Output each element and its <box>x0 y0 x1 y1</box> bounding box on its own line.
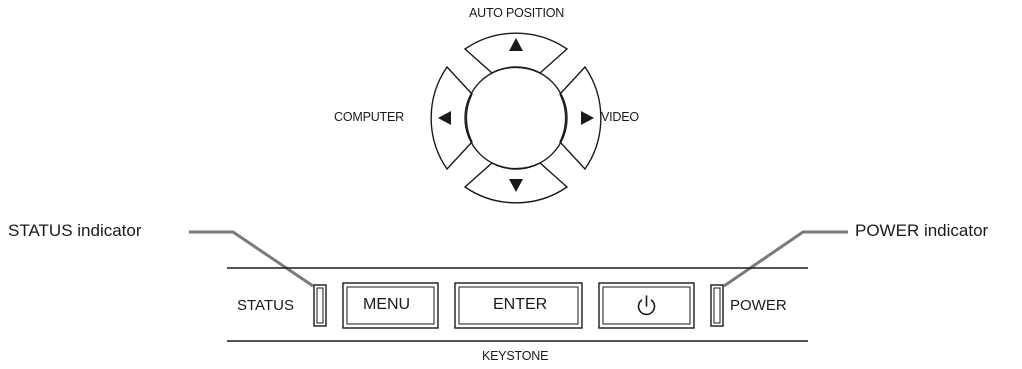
arrow-up-icon <box>509 38 523 51</box>
menu-button[interactable]: MENU <box>343 283 438 328</box>
left-button[interactable] <box>430 65 473 171</box>
right-button[interactable] <box>559 65 602 171</box>
keystone-label: KEYSTONE <box>482 349 549 363</box>
menu-button-label: MENU <box>363 296 411 313</box>
menu-button-frame <box>342 282 439 329</box>
arrow-right-icon <box>581 111 594 125</box>
status-label: STATUS <box>237 297 294 314</box>
status-indicator-callout: STATUS indicator <box>8 221 142 240</box>
arrow-left-icon <box>438 111 451 125</box>
enter-button-frame <box>454 282 583 329</box>
down-button[interactable] <box>463 162 569 204</box>
enter-button-label: ENTER <box>493 296 548 313</box>
status-callout-line <box>189 230 314 288</box>
power-indicator <box>710 284 724 327</box>
video-label: VIDEO <box>601 110 639 124</box>
direction-pad <box>430 32 602 204</box>
power-icon <box>637 295 656 316</box>
power-button[interactable] <box>599 283 694 328</box>
up-button[interactable] <box>463 32 569 74</box>
dpad-center <box>464 66 568 170</box>
auto-position-label: AUTO POSITION <box>469 6 565 20</box>
status-indicator <box>313 284 327 327</box>
computer-label: COMPUTER <box>334 110 404 124</box>
power-label: POWER <box>730 297 787 314</box>
power-callout-line <box>723 230 848 288</box>
enter-button[interactable]: ENTER <box>455 283 582 328</box>
power-indicator-callout: POWER indicator <box>855 221 989 240</box>
arrow-down-icon <box>509 179 523 192</box>
